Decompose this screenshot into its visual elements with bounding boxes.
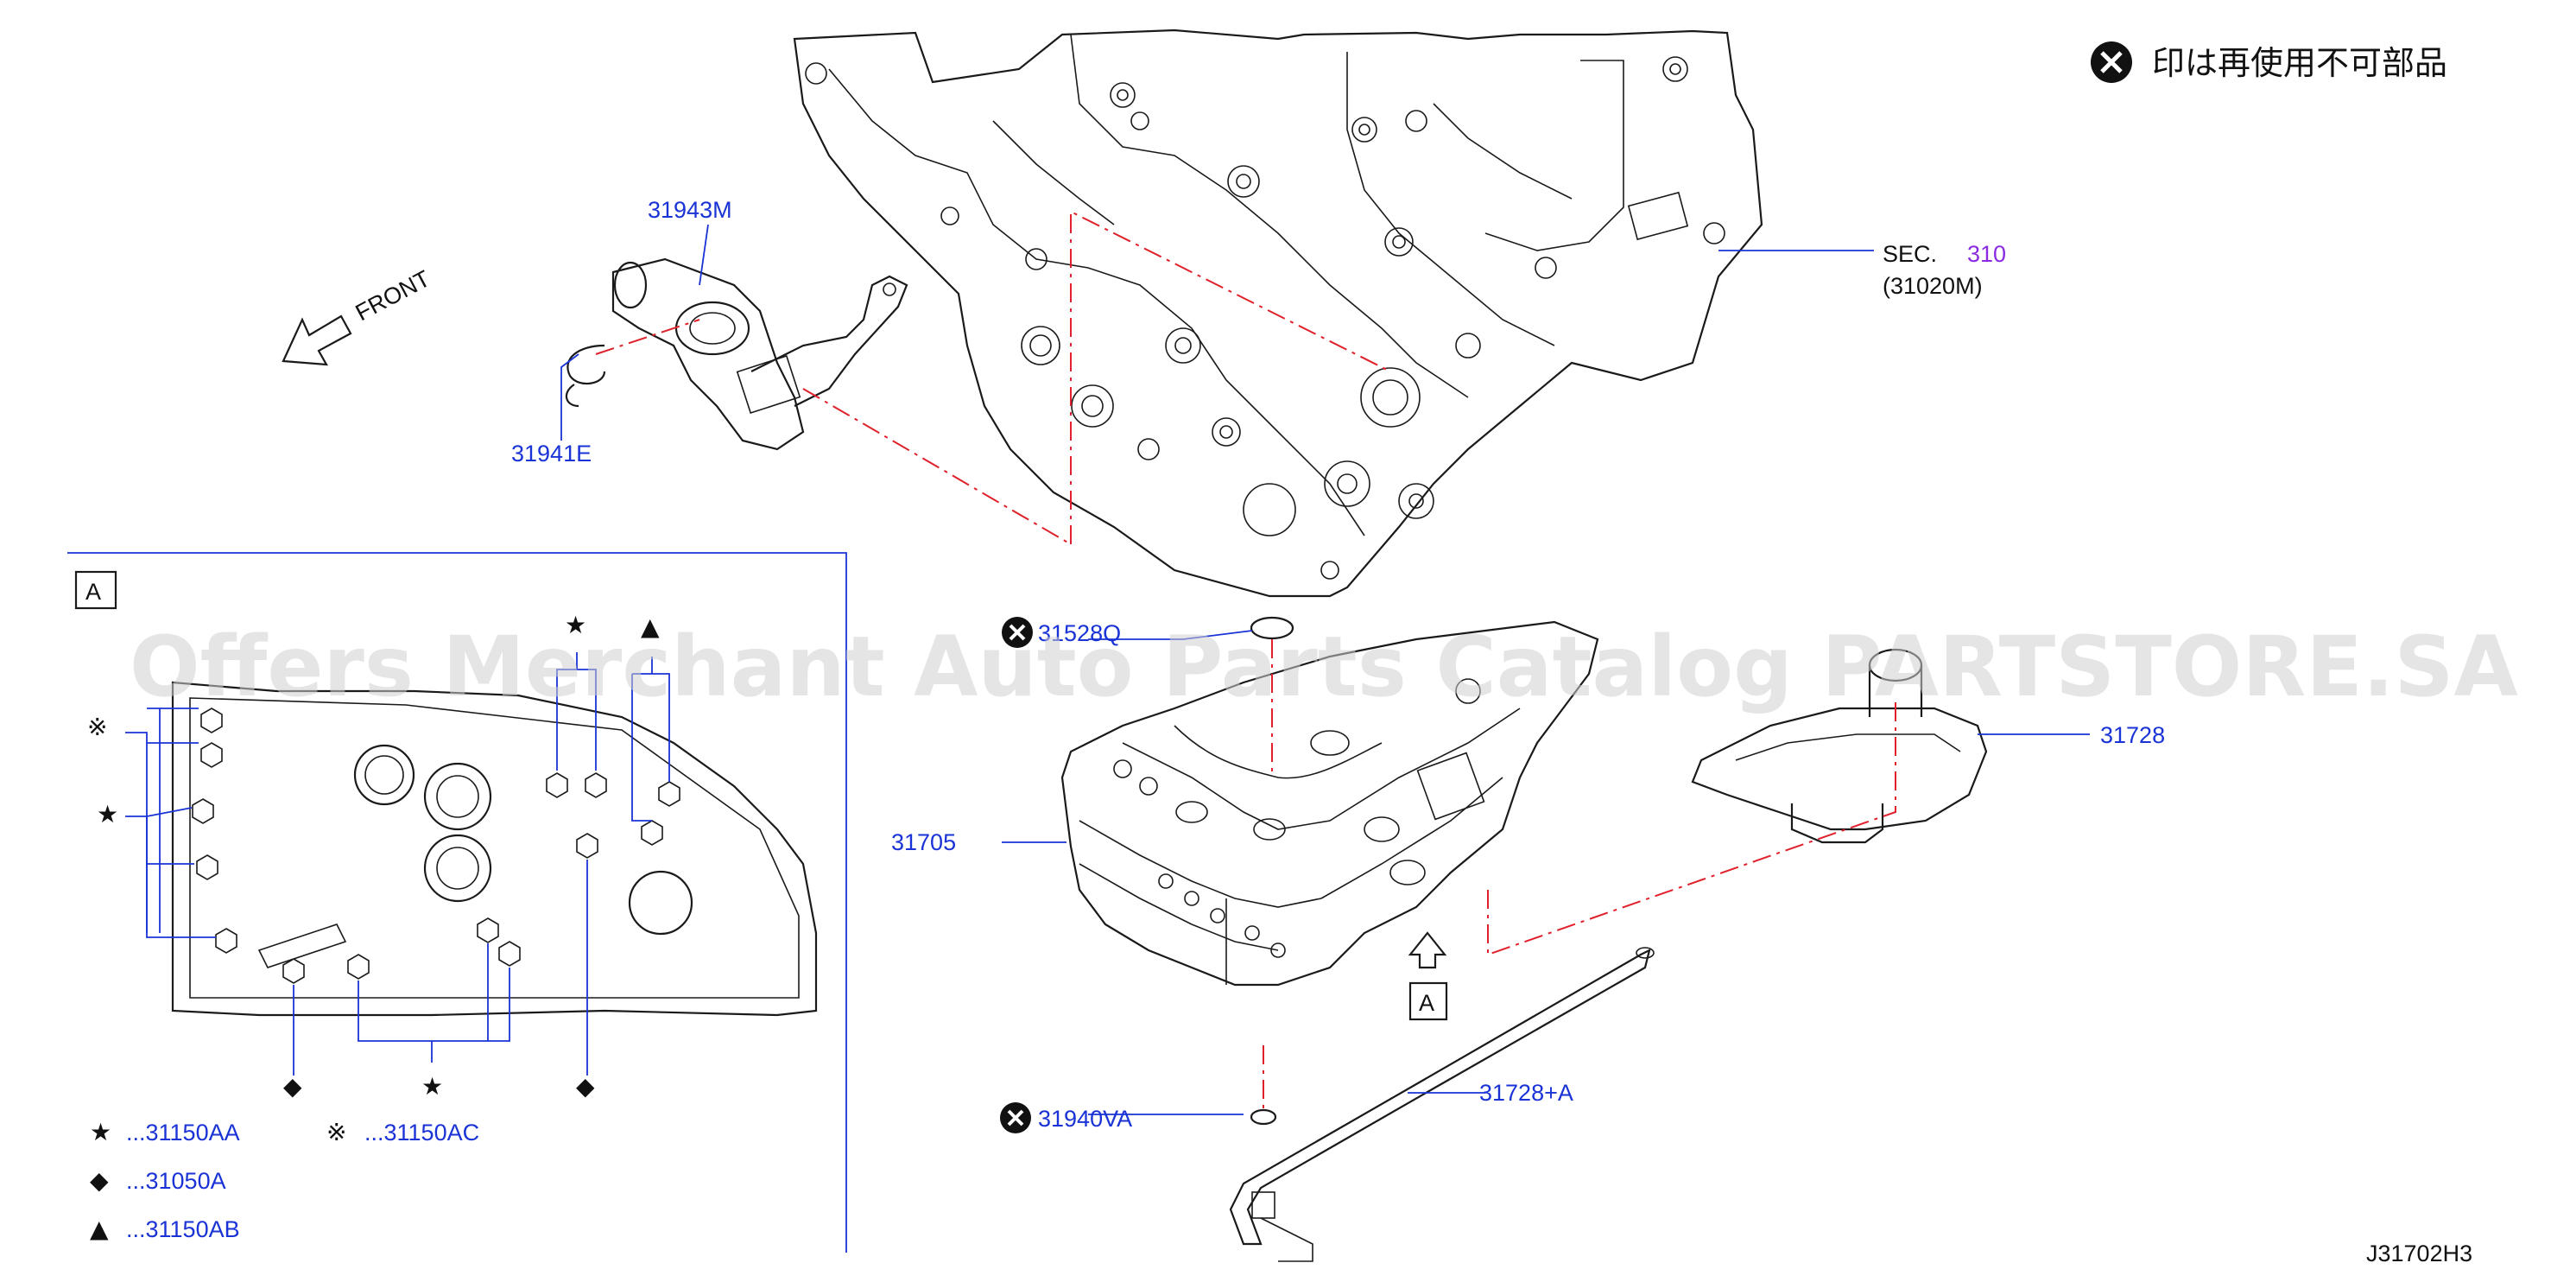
label-31943m[interactable]: 31943M: [648, 197, 732, 223]
front-indicator: FRONT: [282, 265, 434, 366]
notice-text: 印は再使用不可部品: [2152, 44, 2447, 82]
legend-text[interactable]: ...31150AB: [126, 1216, 240, 1242]
legend-text[interactable]: ...31050A: [126, 1168, 226, 1194]
legend-symbol: ※: [326, 1118, 346, 1146]
legend-text[interactable]: ...31150AC: [364, 1120, 479, 1146]
arrow-up-icon: [1408, 931, 1447, 969]
label-sec-310[interactable]: 310: [1967, 241, 2006, 267]
leader-lines: [560, 224, 2090, 1115]
view-a-tag: A: [85, 579, 101, 605]
hex-bolts: [192, 708, 680, 984]
label-31941e[interactable]: 31941E: [511, 441, 592, 466]
oil-tube: [1229, 947, 1655, 1262]
legend: ★ ...31150AA ※ ...31150AC ◆ ...31050A ▲ …: [90, 1118, 479, 1243]
legend-text[interactable]: ...31150AA: [126, 1120, 240, 1146]
label-31705[interactable]: 31705: [891, 829, 956, 855]
view-a-callouts: [125, 652, 670, 1076]
part-31528q: 31528Q: [1002, 617, 1121, 648]
label-31020m: (31020M): [1883, 273, 1983, 299]
non-reusable-notice: 印は再使用不可部品: [2091, 41, 2447, 83]
o-ring-31528q: [1250, 616, 1294, 640]
view-arrow-a: A: [1408, 931, 1448, 1021]
view-a-panel: A: [67, 552, 847, 1253]
front-label: FRONT: [351, 265, 434, 326]
watermark: Offers Merchant Auto Parts Catalog PARTS…: [130, 619, 2518, 715]
label-31728[interactable]: 31728: [2100, 722, 2165, 748]
transmission-case: [793, 29, 1763, 598]
drawing-code: J31702H3: [2366, 1241, 2472, 1266]
legend-symbol: ★: [90, 1118, 111, 1146]
part-31940va: 31940VA: [1000, 1102, 1132, 1133]
mark-star-left: ★: [97, 800, 118, 828]
centerlines: [595, 210, 1896, 1114]
label-sec: SEC.: [1883, 241, 1937, 267]
arrow-left-down-icon: [282, 314, 352, 366]
legend-symbol: ◆: [90, 1166, 109, 1195]
mark-star-top: ★: [565, 611, 586, 639]
view-arrow-tag: A: [1419, 990, 1434, 1016]
mark-star-bottom: ★: [421, 1072, 443, 1101]
oil-strainer: [1691, 648, 1988, 844]
label-31940va[interactable]: 31940VA: [1038, 1106, 1132, 1132]
legend-symbol: ▲: [90, 1215, 109, 1243]
label-31528q[interactable]: 31528Q: [1038, 620, 1121, 646]
mark-diamond-right: ◆: [576, 1072, 595, 1101]
label-31728a[interactable]: 31728+A: [1479, 1080, 1573, 1106]
solenoid-assembly: [565, 257, 908, 451]
mark-diamond-left: ◆: [283, 1072, 302, 1101]
o-ring-31940va: [1250, 1108, 1277, 1126]
mark-kome: ※: [87, 713, 107, 741]
mark-triangle-top: ▲: [641, 612, 660, 641]
